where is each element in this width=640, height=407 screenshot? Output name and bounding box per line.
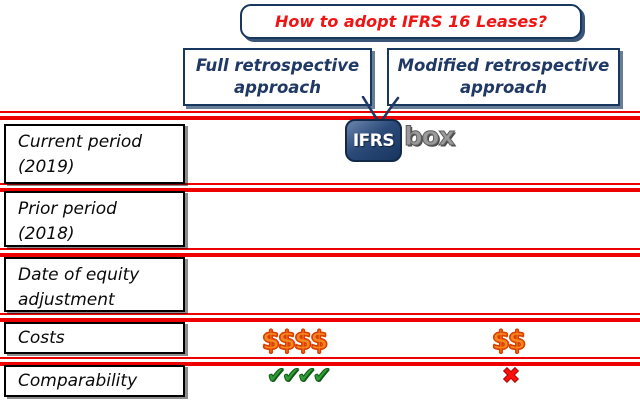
- logo-box-text: box: [403, 122, 455, 153]
- column-header-modified-retrospective: Modified retrospective approach: [387, 48, 620, 106]
- comparability-modified-cross-icon: ✖: [501, 364, 521, 390]
- row-label-date-of-equity-adjustment-text: Date of equity adjustment: [18, 265, 140, 310]
- column-header-full-label: Full retrospective approach: [195, 55, 360, 97]
- logo-ifrs-text: IFRS: [352, 130, 395, 151]
- ifrsbox-logo: IFRS box: [343, 94, 456, 164]
- row-separator-line-2: [0, 183, 640, 192]
- row-label-costs-text: Costs: [18, 327, 65, 348]
- costs-full-dollar-icons: $$$$: [261, 325, 329, 356]
- row-label-costs: Costs: [4, 322, 185, 354]
- row-label-comparability-text: Comparability: [18, 370, 138, 391]
- row-separator-line-3: [0, 248, 640, 257]
- column-header-modified-label: Modified retrospective approach: [397, 55, 610, 97]
- row-separator-line-5: [0, 357, 640, 366]
- row-label-comparability: Comparability: [4, 365, 185, 397]
- row-label-current-period-text: Current period (2019): [18, 132, 143, 177]
- title-box: How to adopt IFRS 16 Leases?: [240, 4, 582, 39]
- column-header-full-retrospective: Full retrospective approach: [183, 48, 372, 106]
- row-label-prior-period-text: Prior period (2018): [18, 199, 117, 244]
- row-label-date-of-equity-adjustment: Date of equity adjustment: [4, 257, 185, 312]
- title-text: How to adopt IFRS 16 Leases?: [274, 12, 547, 31]
- tv-screen-icon: IFRS: [345, 119, 402, 162]
- row-separator-line-1: [0, 111, 640, 120]
- comparability-full-checkmark-icons: ✔✔✔✔: [266, 363, 332, 390]
- row-label-prior-period: Prior period (2018): [4, 191, 185, 247]
- row-label-current-period: Current period (2019): [4, 124, 185, 184]
- costs-modified-dollar-icons: $$: [491, 325, 526, 356]
- row-separator-line-4: [0, 313, 640, 322]
